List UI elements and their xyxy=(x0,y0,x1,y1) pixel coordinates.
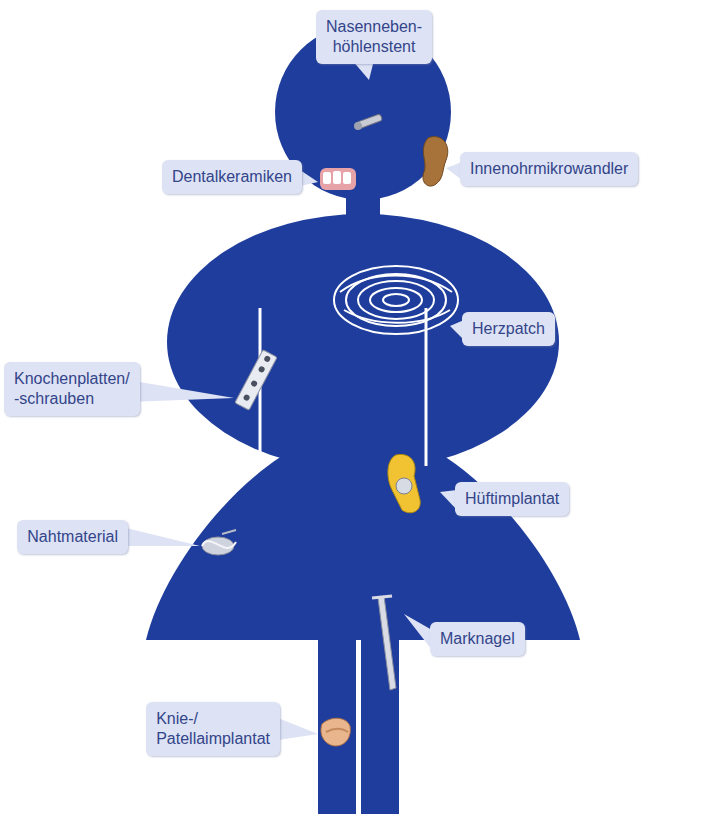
callout-box: Knochenplatten/ -schrauben xyxy=(4,362,140,416)
callout-box: Innenohrmikrowandler xyxy=(460,152,638,186)
intramedullary-nail-icon xyxy=(372,596,396,690)
sinus-stent-icon xyxy=(354,114,383,130)
arm-lines xyxy=(260,308,426,466)
callout-box: Nasenneben- höhlenstent xyxy=(316,10,432,64)
callout-label: Dentalkeramiken xyxy=(172,167,292,187)
knee-implant-icon xyxy=(321,718,350,746)
bone-plate-icon xyxy=(235,350,277,410)
callout-box: Knie-/ Patellaimplantat xyxy=(146,702,280,756)
callout-box: Nahtmaterial xyxy=(17,520,128,554)
callout-label: Nahtmaterial xyxy=(27,527,118,547)
hip-implant-icon xyxy=(388,454,420,512)
callout-label: Knochenplatten/ -schrauben xyxy=(14,369,130,409)
suture-icon xyxy=(202,530,236,555)
dental-ceramic-icon xyxy=(320,168,356,190)
callout-box: Herzpatch xyxy=(462,312,555,346)
callout-label: Hüftimplantat xyxy=(465,489,559,509)
callout-box: Marknagel xyxy=(430,622,525,656)
callout-label: Marknagel xyxy=(440,629,515,649)
heart-patch-icon xyxy=(334,266,458,334)
callout-box: Dentalkeramiken xyxy=(162,160,302,194)
callout-label: Innenohrmikrowandler xyxy=(470,159,628,179)
callout-box: Hüftimplantat xyxy=(455,482,569,516)
callout-label: Nasenneben- höhlenstent xyxy=(326,17,422,57)
inner-ear-transducer-icon xyxy=(423,137,448,186)
callout-label: Knie-/ Patellaimplantat xyxy=(156,709,270,749)
callout-label: Herzpatch xyxy=(472,319,545,339)
human-silhouette xyxy=(146,24,580,814)
callout-tails xyxy=(126,60,464,740)
